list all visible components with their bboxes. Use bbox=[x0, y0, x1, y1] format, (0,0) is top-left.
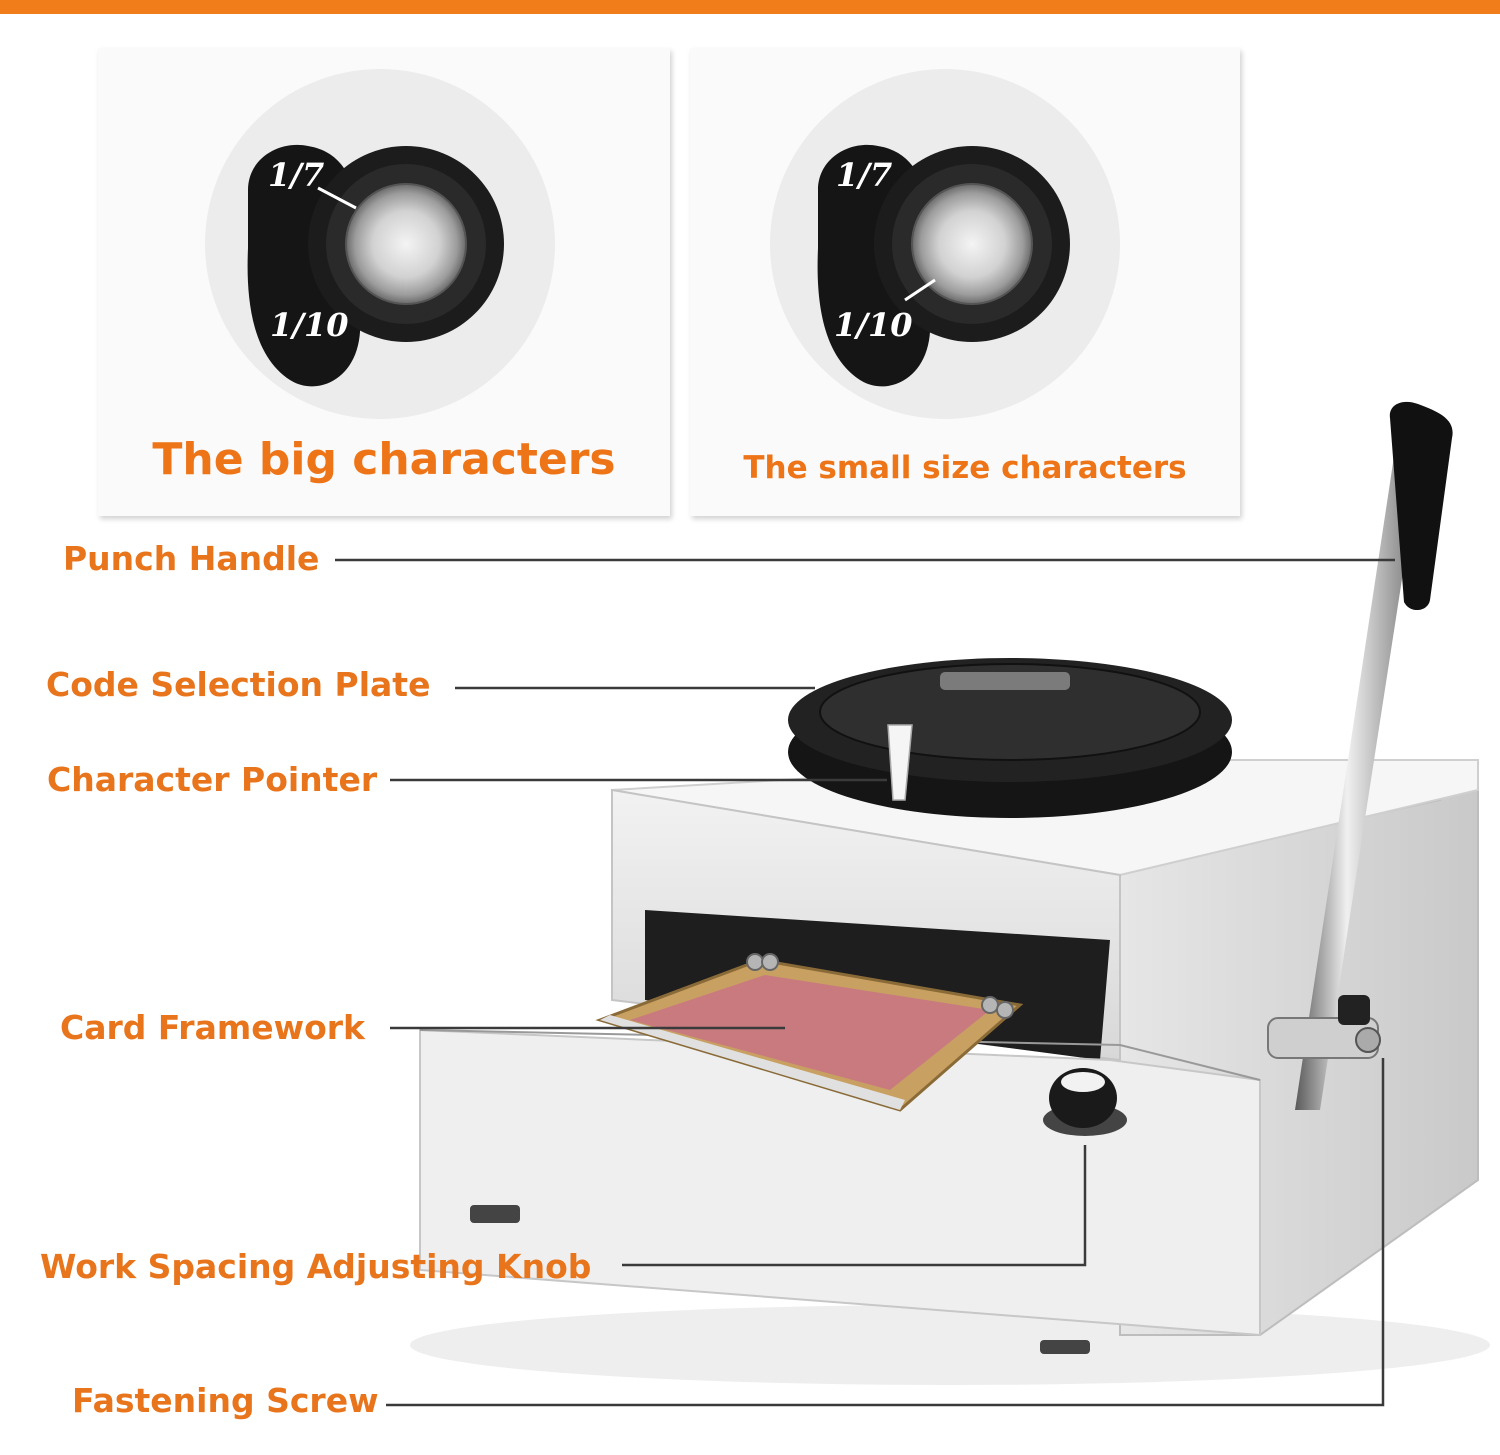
leader-work-spacing-knob bbox=[622, 1145, 1087, 1267]
top-accent-bar bbox=[0, 0, 1500, 14]
dial-mark-bottom: 1/10 bbox=[270, 306, 348, 344]
label-punch-handle: Punch Handle bbox=[63, 539, 320, 578]
panel-small-characters: 1/7 1/10 The small size characters bbox=[690, 48, 1240, 516]
dial-mark-top: 1/7 bbox=[836, 156, 892, 194]
dial-big-characters: 1/7 1/10 bbox=[205, 69, 555, 419]
machine-body bbox=[410, 401, 1490, 1385]
caption-small-characters: The small size characters bbox=[743, 450, 1187, 486]
callout-lines bbox=[335, 558, 1395, 1407]
label-fastening-screw: Fastening Screw bbox=[72, 1381, 379, 1420]
label-card-framework: Card Framework bbox=[60, 1008, 365, 1047]
dial-mark-bottom: 1/10 bbox=[834, 306, 912, 344]
caption-big-characters: The big characters bbox=[152, 434, 616, 485]
label-character-pointer: Character Pointer bbox=[47, 760, 378, 799]
dial-mark-top: 1/7 bbox=[268, 156, 324, 194]
leader-fastening-screw bbox=[386, 1058, 1385, 1407]
dial-small-characters: 1/7 1/10 bbox=[770, 69, 1120, 419]
panel-big-characters: 1/7 1/10 The big characters bbox=[98, 48, 670, 516]
label-work-spacing-knob: Work Spacing Adjusting Knob bbox=[40, 1247, 592, 1286]
label-code-selection-plate: Code Selection Plate bbox=[46, 665, 431, 704]
